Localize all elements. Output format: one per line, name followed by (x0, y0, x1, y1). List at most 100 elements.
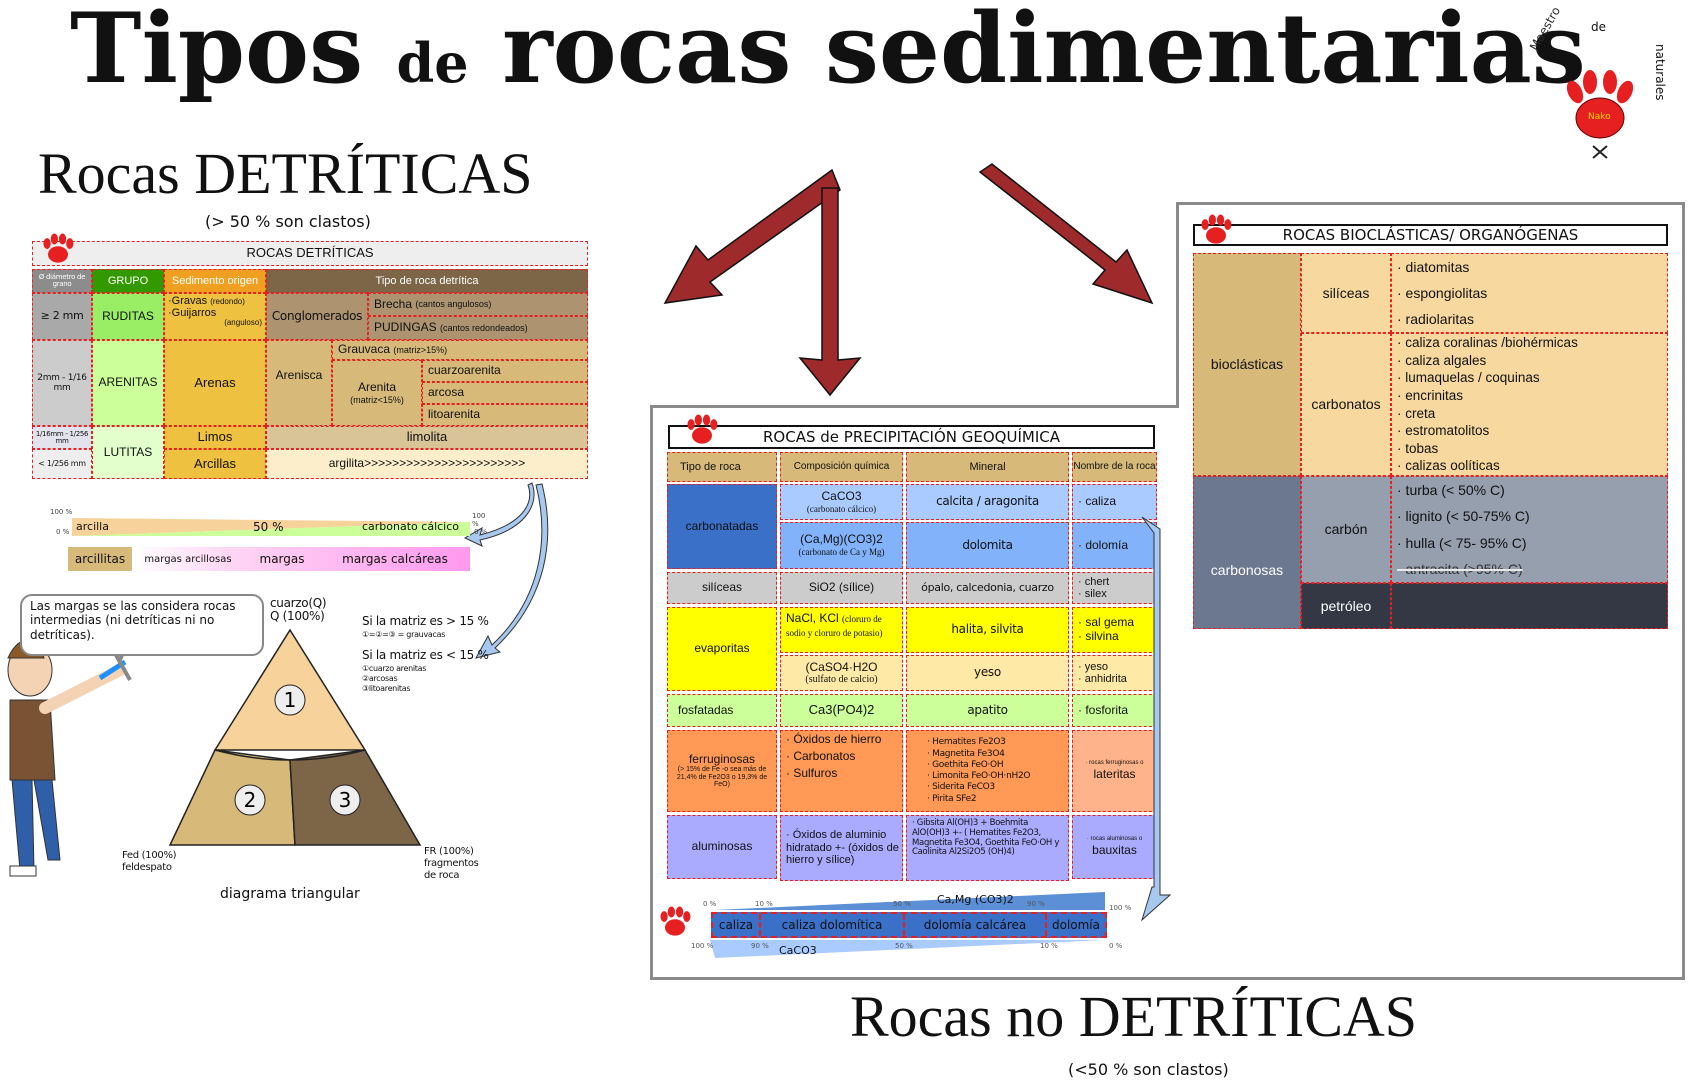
list-item: · radiolaritas (1397, 310, 1475, 327)
left-label: Fed (100%) (122, 850, 177, 861)
fe-mineral-item: · Magnetita Fe3O4 (927, 748, 1005, 759)
bauxitas-note: · rocas aluminosas o (1086, 836, 1143, 843)
caco3-formula: CaCO3 (821, 488, 862, 503)
top-label: cuarzo(Q) (270, 596, 327, 610)
rule1-detail: ①=②=③ = grauvacas (362, 629, 446, 639)
caso4-note: (sulfato de calcio) (805, 674, 878, 686)
caso4-formula: (CaSO4·H2O (805, 659, 878, 674)
right-sub2: de roca (424, 870, 460, 881)
mineral-yeso: yeso (906, 655, 1069, 691)
mineral-calcita: calcita / aragonita (906, 484, 1069, 520)
list-carbon: · turba (< 50% C) · lignito (< 50-75% C)… (1391, 476, 1668, 583)
bottom-tick: 90 % (751, 942, 769, 950)
top-tick: 0 % (703, 900, 717, 908)
petroleo-empty (1391, 583, 1668, 629)
triangle-top-label: cuarzo(Q)Q (100%) (270, 596, 327, 624)
list-item-crossed: · antracita (>95% C) (1397, 561, 1523, 577)
lateritas-note: · rocas ferruginosas o (1085, 760, 1144, 767)
mineral-silice: ópalo, calcedonia, cuarzo (906, 572, 1069, 604)
size-limos: 1/16mm - 1/256 mm (32, 426, 92, 449)
name-anhidrita: · anhidrita (1078, 673, 1127, 685)
fe-mineral-item: · Hematites Fe2O3 (927, 737, 1006, 748)
left-sub: feldespato (122, 862, 172, 873)
right-label: FR (100%) (424, 846, 474, 857)
triangle-caption: diagrama triangular (220, 886, 360, 902)
rock-arenisca: Arenisca (266, 340, 332, 426)
header-diametro: Ø diámetro de grano (32, 269, 92, 293)
dolomite-scale: 0 % 10 % 50 % 90 % 100 % Ca,Mg (CO3)2 ca… (655, 888, 1135, 962)
marl-scale: 100 % 0 % 100 % 0 % arcilla 50 % carbona… (50, 508, 490, 572)
size-ruditas: ≥ 2 mm (32, 293, 92, 340)
scale-right-top: 100 % (472, 512, 486, 528)
logo-text-inner: Nako (1588, 112, 1611, 122)
region-label-2: 2 (244, 788, 257, 812)
subgroup-carbon: carbón (1301, 476, 1391, 583)
scale-right-bottom: 0 % (474, 528, 488, 536)
comp-sio2: SiO2 (sílice) (780, 572, 903, 604)
curved-arrow-icon (463, 482, 535, 547)
list-item: · tobas (1397, 440, 1439, 456)
size-arcillas: < 1/256 mm (32, 449, 92, 479)
mineral-halita: halita, silvita (906, 607, 1069, 653)
quimica-table: Tipo de roca Composición química Mineral… (667, 452, 1157, 882)
comp-camg: (Ca,Mg)(CO3)2(carbonato de Ca y Mg) (780, 522, 903, 569)
title-word-de: de (396, 31, 469, 95)
rock-litoarenita: litoarenita (422, 404, 588, 426)
top-pct: Q (100%) (270, 609, 325, 624)
sediment-limos: Limos (164, 426, 266, 449)
detriticas-table: ROCAS DETRÍTICAS Ø diámetro de grano GRU… (32, 233, 588, 487)
main-title: Tipos de rocas sedimentarias (70, 0, 1586, 102)
arenita-note: (matriz<15%) (350, 394, 404, 405)
qheader-nombre: Nombre de la roca (1072, 452, 1157, 482)
list-item: · turba (< 50% C) (1397, 482, 1505, 499)
type-aluminosas: aluminosas (667, 815, 777, 879)
rock-brecha: Brecha (cantos angulosos) (368, 293, 588, 316)
triangle-diagram: 1 2 3 (168, 628, 422, 846)
type-siliceas: silíceas (667, 572, 777, 604)
group-carbonosas: carbonosas (1193, 476, 1301, 629)
header-grupo: GRUPO (92, 269, 164, 293)
fe-comp-item: · Sulfuros (786, 765, 838, 780)
guijarros-label: ·Guijarros (168, 307, 217, 320)
no-detriticas-note: (<50 % son clastos) (1068, 1060, 1229, 1079)
marl-gradient (72, 518, 470, 536)
bio-table: bioclásticas silíceas · diatomitas · esp… (1193, 253, 1668, 629)
comp-fe: · Óxidos de hierro · Carbonatos · Sulfur… (780, 730, 903, 812)
list-item: · espongiolitas (1397, 284, 1488, 301)
curved-arrow-icon (475, 483, 549, 659)
list-item: · creta (1397, 405, 1436, 421)
maestro-logo: Maestro de naturales Nako (1525, 4, 1675, 168)
marl-type-margas-arcillosas: margas arcillosas (144, 553, 232, 565)
top-series-label: Ca,Mg (CO3)2 (937, 893, 1014, 906)
scale-bottom-label: 0 % (56, 528, 70, 536)
mineral-al: · Gibsita Al(OH)3 + Boehmita AlO(OH)3 +-… (906, 815, 1069, 881)
gravas-note: (redondo) (210, 297, 245, 306)
marl-types: arcillitas margas arcillosas margas marg… (68, 547, 470, 571)
table-caption: ROCAS DETRÍTICAS (32, 241, 588, 266)
bottom-tick: 10 % (1040, 942, 1058, 950)
ferruginosas-note: (> 15% de Fe -o sea más de 21,4% de Fe2O… (676, 766, 768, 789)
fe-comp-item: · Carbonatos (786, 748, 856, 763)
dolo-type-caliza: caliza (713, 914, 761, 936)
name-chert: · chert (1078, 575, 1110, 588)
subgroup-petroleo: petróleo (1301, 583, 1391, 629)
rock-conglomerados: Conglomerados (266, 293, 368, 340)
bottom-tick: 100 % (691, 942, 714, 950)
scale-top-label: 100 % (50, 508, 73, 516)
marl-type-margas: margas (259, 552, 305, 566)
list-item: · encrinitas (1397, 387, 1464, 403)
no-detriticas-heading: Rocas no DETRÍTICAS (850, 984, 1418, 1049)
pudingas-label: PUDINGAS (374, 320, 437, 335)
arenita-label: Arenita (357, 379, 397, 394)
subgroup-siliceas: silíceas (1301, 253, 1391, 333)
dolo-type-dolomia: dolomía (1051, 918, 1100, 932)
antracita-text: · antracita (>95% C) (1397, 560, 1523, 577)
guijarros-note: (anguloso) (224, 318, 262, 328)
curved-arrows (463, 482, 549, 659)
caco3-note: (carbonato cálcico) (806, 503, 877, 514)
lateritas-name: lateritas (1093, 767, 1136, 782)
fe-mineral-item: · Goethita FeO·OH (927, 759, 1004, 770)
list-item: · calizas oolíticas (1397, 458, 1500, 474)
